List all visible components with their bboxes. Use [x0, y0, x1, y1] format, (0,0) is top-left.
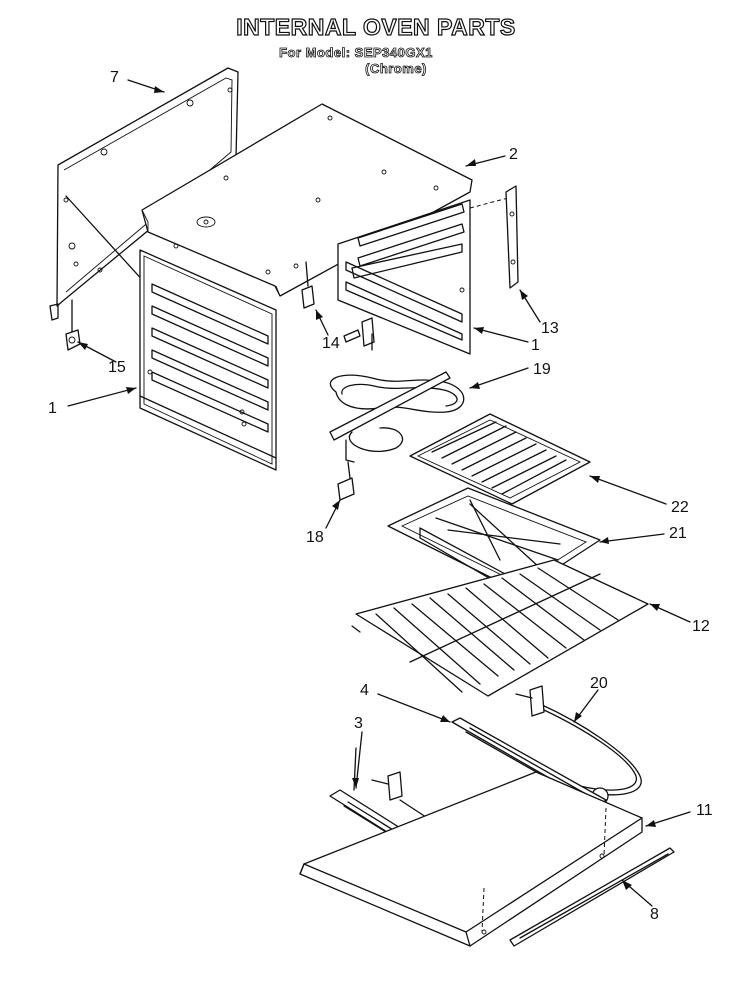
callout-12: 12	[692, 618, 710, 635]
part-12-oven-rack	[351, 559, 649, 697]
callout-18: 18	[306, 529, 324, 546]
part-1-left-side-panel	[139, 249, 277, 471]
callout-4: 4	[360, 682, 369, 699]
part-8-trim-strip	[509, 847, 675, 947]
callout-2: 2	[509, 146, 518, 163]
part-22-broil-grid	[409, 413, 591, 505]
part-11-oven-bottom	[299, 771, 643, 947]
part-18-clip	[337, 461, 355, 501]
callout-20: 20	[590, 675, 608, 692]
part-15-bracket	[65, 329, 81, 351]
callout-19: 19	[533, 361, 551, 378]
callout-13: 13	[541, 320, 559, 337]
callout-3: 3	[354, 715, 363, 732]
callout-7: 7	[110, 69, 119, 86]
callout-15: 15	[108, 359, 126, 376]
panel-diagonal-line	[65, 195, 147, 285]
part-13-side-strip	[505, 185, 519, 289]
callout-11: 11	[696, 802, 713, 819]
part-19-broil-element	[329, 317, 465, 463]
callout-22: 22	[671, 499, 689, 516]
leader-arrowheads	[78, 86, 660, 890]
callout-14: 14	[322, 335, 340, 352]
callout-21: 21	[669, 525, 687, 542]
part-1-right-side-panel	[337, 197, 509, 355]
model-line: For Model: SEP340GX1	[279, 45, 433, 61]
callout-8: 8	[650, 906, 659, 923]
leader-lines	[67, 79, 691, 907]
callout-1-right: 1	[531, 337, 540, 354]
callout-1-left: 1	[48, 400, 57, 417]
part-14-clip	[301, 261, 315, 309]
finish-line: (Chrome)	[365, 61, 427, 77]
diagram-title: INTERNAL OVEN PARTS	[236, 13, 516, 40]
